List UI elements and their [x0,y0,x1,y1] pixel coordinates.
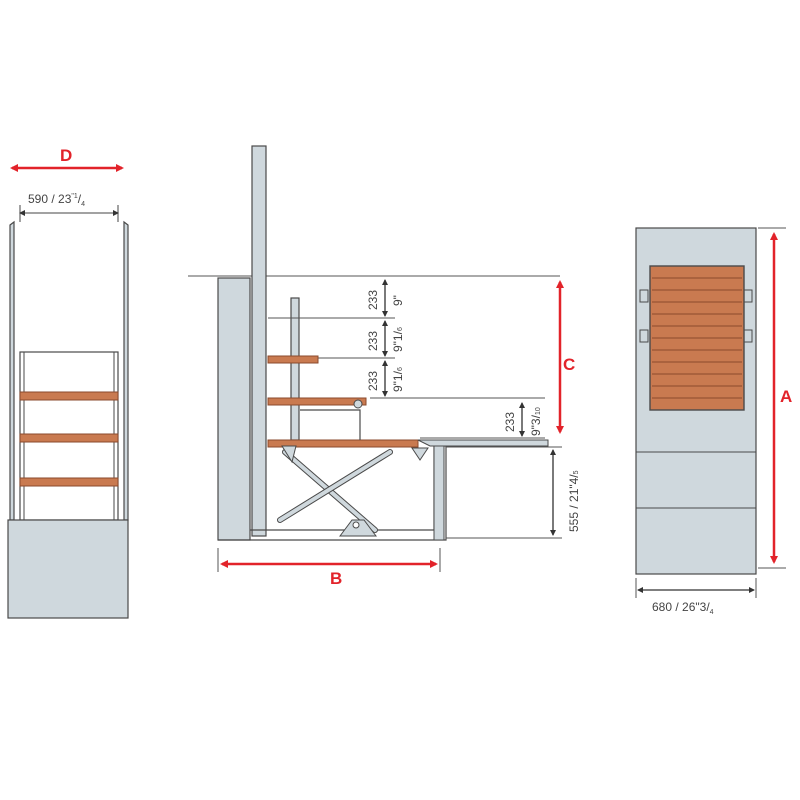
handrail-post [290,297,300,441]
rise-2-inch: 9"1/6 [391,327,405,352]
side-step-1 [267,355,319,364]
platform-slats [652,277,742,399]
rise-1-inch: 9" [391,295,405,306]
top-width-label: 680 / 26"3/4 [652,600,714,616]
side-post [251,145,267,537]
side-step-3 [267,439,419,448]
rise-3-mm: 233 [366,371,380,391]
front-base [7,519,129,619]
side-step-2 [267,397,367,406]
front-width-label: 590 / 23"1/4 [28,192,85,208]
front-step-2 [19,433,119,443]
label-a: A [780,387,792,406]
rise-1-mm: 233 [366,290,380,310]
rise-4-mm: 233 [503,412,517,432]
label-d: D [60,146,72,165]
front-step-3 [19,477,119,487]
rise-3-inch: 9"1/6 [391,367,405,392]
front-view: D 590 / 23"1/4 [7,146,129,619]
front-step-1 [19,391,119,401]
side-wall [217,277,251,541]
rise-2-mm: 233 [366,331,380,351]
label-b: B [330,569,342,588]
base-height-label: 555 / 21"4/5 [567,470,581,532]
side-platform [417,439,549,447]
rise-4-inch: 9"3/10 [529,407,543,436]
top-view: 680 / 26"3/4 A [635,227,792,616]
label-c: C [563,355,575,374]
side-view: 233 9" 233 9"1/6 233 9"1/6 233 9"3/10 55… [188,145,581,588]
